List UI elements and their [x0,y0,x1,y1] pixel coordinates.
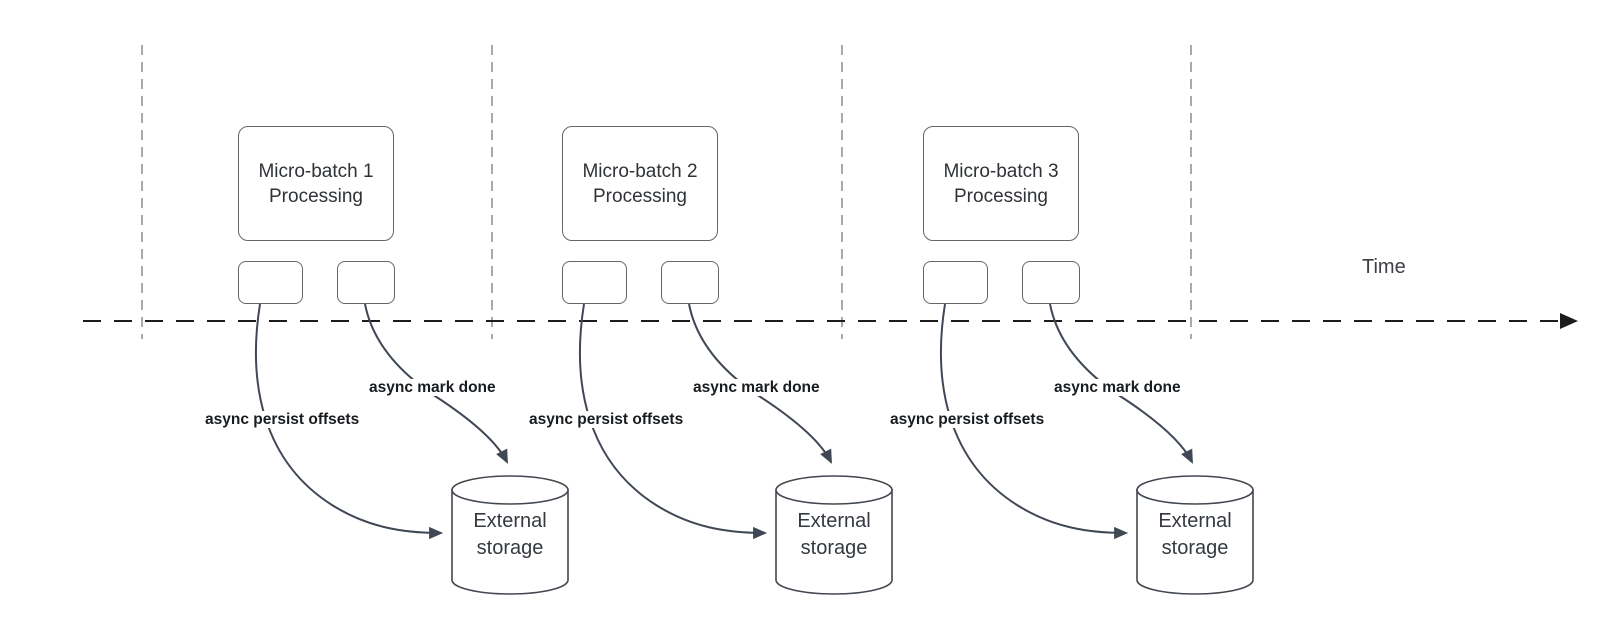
external-storage-label: External storage [776,508,892,562]
storage-cylinder-body [1136,489,1254,595]
micro-batch-2-processing-box: Micro-batch 2 Processing [562,126,718,241]
micro-batch-title-line1: Micro-batch 2 [582,160,698,182]
micro-batch-1-processing-box: Micro-batch 1 Processing [238,126,394,241]
external-storage-label: External storage [452,508,568,562]
time-slot-guides [141,45,1192,339]
external-storage-line1: External [1158,510,1232,532]
mark-done-task-box [337,261,395,304]
micro-batch-title-line2: Processing [593,185,687,207]
micro-batch-title-line1: Micro-batch 3 [943,160,1059,182]
external-storage-line1: External [473,510,547,532]
external-storage-line1: External [797,510,871,532]
group-1-geometry [254,303,569,595]
persist-offsets-arrow [254,303,444,540]
micro-batch-3-processing-box: Micro-batch 3 Processing [923,126,1079,241]
persist-offsets-task-box [923,261,988,304]
external-storage-line2: storage [1161,537,1229,559]
persist-offsets-arrow [939,303,1129,540]
storage-cylinder-top [451,475,569,505]
persist-offsets-arrow-label: async persist offsets [203,411,362,428]
external-storage-line2: storage [476,537,544,559]
timeline-arrowhead-icon [1560,313,1578,329]
micro-batch-title-line1: Micro-batch 1 [258,160,374,182]
micro-batch-title-line2: Processing [269,185,363,207]
mark-done-arrow-label: async mark done [1052,379,1183,396]
external-storage-label: External storage [1137,508,1253,562]
mark-done-arrow-label: async mark done [367,379,498,396]
storage-cylinder-body [451,489,569,595]
external-storage-line2: storage [800,537,868,559]
mark-done-task-box [1022,261,1080,304]
group-2-geometry [578,303,893,595]
persist-offsets-arrow-label: async persist offsets [888,411,1047,428]
group-3-geometry [939,303,1254,595]
persist-offsets-arrow [578,303,768,540]
persist-offsets-task-box [562,261,627,304]
storage-cylinder-top [1136,475,1254,505]
persist-offsets-arrow-label: async persist offsets [527,411,686,428]
mark-done-arrow-label: async mark done [691,379,822,396]
mark-done-task-box [661,261,719,304]
micro-batch-title-line2: Processing [954,185,1048,207]
storage-cylinder-top [775,475,893,505]
persist-offsets-task-box [238,261,303,304]
time-axis-label: Time [1362,256,1406,278]
storage-cylinder-body [775,489,893,595]
